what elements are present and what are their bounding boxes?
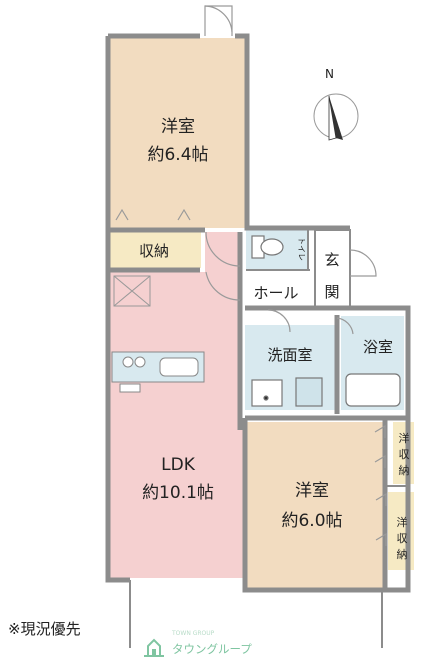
svg-text:洋: 洋 — [399, 431, 410, 445]
entrance-label-2: 関 — [324, 283, 339, 301]
thin-walls — [129, 228, 410, 648]
western-room-north-size: 約6.4帖 — [147, 145, 208, 165]
bathroom-label: 浴室 — [363, 338, 393, 356]
brand-name: タウングループ — [172, 642, 252, 656]
western-room-south-name: 洋室 — [295, 481, 329, 501]
western-room-south-size: 約6.0帖 — [281, 511, 342, 531]
ldk-area — [108, 232, 245, 578]
doors — [115, 5, 387, 546]
toilet-label: トイレ — [297, 237, 306, 261]
brand-subtitle: TOWN GROUP — [172, 630, 215, 637]
western-room-north-area — [108, 38, 245, 228]
compass-label: N — [325, 67, 334, 81]
svg-text:収: 収 — [397, 532, 408, 545]
svg-text:収: 収 — [399, 448, 410, 461]
hall-label: ホール — [253, 284, 298, 302]
compass-icon — [313, 93, 359, 141]
current-condition-note: ※現況優先 — [8, 620, 81, 638]
brand-logo-icon — [144, 638, 164, 657]
western-room-south-area — [245, 422, 383, 588]
bathtub — [345, 373, 401, 407]
washbasin — [251, 377, 323, 407]
closet-upper-label: 洋 収 納 — [399, 431, 410, 477]
entrance-label-1: 玄 — [324, 251, 339, 269]
fridge-space — [113, 275, 151, 307]
svg-text:納: 納 — [399, 464, 410, 477]
svg-text:洋: 洋 — [397, 515, 408, 529]
toilet-fixture — [251, 235, 284, 259]
ldk-name: LDK — [161, 455, 196, 475]
closet-lower-label: 洋 収 納 — [397, 515, 408, 561]
western-room-north-name: 洋室 — [161, 117, 195, 137]
ldk-size: 約10.1帖 — [142, 483, 214, 503]
washroom-label: 洗面室 — [267, 346, 312, 364]
storage-label: 収納 — [139, 242, 169, 260]
walls — [105, 33, 411, 593]
svg-text:納: 納 — [397, 548, 408, 561]
storage-area — [108, 232, 201, 268]
kitchen-counter — [111, 351, 205, 393]
